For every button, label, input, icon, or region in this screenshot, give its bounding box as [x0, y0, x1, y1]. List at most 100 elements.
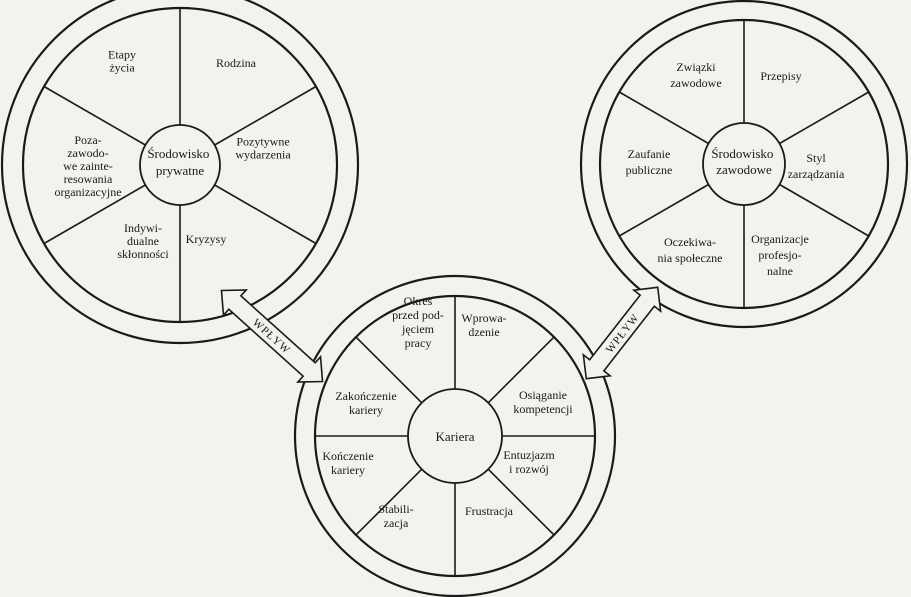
professional-segment-line: Związki	[676, 60, 716, 74]
private-segment-line: Indywi-	[124, 221, 162, 235]
professional-center-line: Środowisko	[711, 146, 773, 161]
private-segment-line: Rodzina	[216, 56, 257, 70]
private-center-line: prywatne	[156, 163, 205, 178]
influence-arrow-right: WPŁYW	[582, 286, 662, 380]
arrow-left-shape	[220, 289, 324, 383]
career-segment-line: kariery	[349, 403, 383, 417]
career-segment-line: Okres	[404, 294, 433, 308]
professional-spoke	[779, 91, 870, 145]
career-segment-line: zacja	[384, 516, 409, 530]
private-hub	[139, 124, 221, 206]
private-segment-line: Pozytywne	[236, 135, 289, 149]
professional-segment-line: Styl	[806, 151, 826, 165]
professional-segment-line: Zaufanie	[628, 147, 671, 161]
career-segment-line: Kończenie	[322, 449, 373, 463]
career-segment-line: kariery	[331, 463, 365, 477]
professional-segment-label: Związki zawodowe	[670, 60, 721, 90]
professional-center-label: Środowisko zawodowe	[711, 146, 776, 177]
career-spoke	[487, 468, 555, 536]
career-segment-label: Frustracja	[465, 504, 514, 518]
professional-segment-label: Zaufanie publiczne	[626, 147, 673, 177]
professional-spoke	[779, 183, 870, 237]
private-segment-line: skłonności	[117, 247, 169, 261]
career-spoke	[355, 468, 423, 536]
career-segment-label: Wprowa-dzenie	[461, 311, 506, 339]
professional-hub	[702, 122, 786, 206]
career-spoke	[487, 336, 555, 404]
professional-segment-line: zawodowe	[670, 76, 721, 90]
private-segment-label: Rodzina	[216, 56, 257, 70]
professional-segment-line: publiczne	[626, 163, 673, 177]
professional-segment-label: Przepisy	[760, 69, 801, 83]
career-segment-line: Frustracja	[465, 504, 514, 518]
professional-segment-line: Przepisy	[760, 69, 801, 83]
professional-segment-line: nalne	[767, 264, 793, 278]
private-segment-line: dualne	[127, 234, 159, 248]
private-segment-label: Kryzysy	[186, 232, 227, 246]
private-segment-line: zawodo-	[67, 146, 108, 160]
private-spokes	[43, 8, 317, 322]
private-spoke	[214, 85, 317, 146]
professional-segment-line: profesjo-	[758, 248, 801, 262]
career-segment-label: Stabili-zacja	[378, 502, 413, 530]
private-segment-line: Kryzysy	[186, 232, 227, 246]
professional-spokes	[618, 20, 870, 308]
career-segment-line: Entuzjazm	[503, 448, 555, 462]
professional-segment-line: Oczekiwa-	[664, 235, 716, 249]
private-segment-line: Etapy	[108, 48, 136, 62]
professional-segment-label: Oczekiwa-nia społeczne	[658, 235, 723, 265]
private-segment-line: organizacyjne	[54, 185, 121, 199]
professional-segment-line: Organizacje	[751, 232, 809, 246]
career-hub	[407, 388, 503, 484]
professional-segment-label: Organizacje profesjo-nalne	[751, 232, 809, 278]
private-spoke	[214, 184, 317, 245]
professional-center-line: zawodowe	[716, 162, 772, 177]
professional-segment-label: Styl zarządzania	[788, 151, 845, 181]
professional-segment-line: zarządzania	[788, 167, 845, 181]
professional-outer-ring	[579, 0, 909, 329]
career-center-label: Kariera	[436, 429, 475, 444]
career-spokes	[315, 296, 595, 576]
career-segment-line: dzenie	[468, 325, 499, 339]
private-segment-line: wydarzenia	[235, 148, 291, 162]
private-segment-line: Poza-	[74, 133, 101, 147]
career-segment-line: Stabili-	[378, 502, 413, 516]
professional-spoke	[618, 183, 709, 237]
career-center-line: Kariera	[436, 429, 475, 444]
arrow-right-shape	[582, 286, 662, 380]
private-segment-line: życia	[109, 61, 135, 75]
career-segment-line: pracy	[405, 336, 432, 350]
private-spoke	[43, 85, 146, 146]
career-outer-ring	[293, 274, 617, 597]
professional-wheel: Środowisko zawodowe Związki zawodowe Przep…	[579, 0, 909, 329]
career-segment-line: Wprowa-	[461, 311, 506, 325]
career-spoke	[355, 336, 423, 404]
private-segment-line: resowania	[64, 172, 113, 186]
career-segment-line: kompetencji	[513, 402, 573, 416]
private-segment-line: we zainte-	[63, 159, 113, 173]
private-center-line: Środowisko	[147, 146, 209, 161]
professional-segment-line: nia społeczne	[658, 251, 723, 265]
professional-spoke	[618, 91, 709, 145]
career-segment-line: przed pod-	[392, 308, 444, 322]
private-spoke	[43, 184, 146, 245]
career-segment-line: Zakończenie	[335, 389, 396, 403]
private-center-label: Środowisko prywatne	[147, 146, 212, 178]
private-outer-ring	[0, 0, 360, 345]
career-segment-line: Osiąganie	[519, 388, 567, 402]
career-segment-line: jęciem	[401, 322, 435, 336]
